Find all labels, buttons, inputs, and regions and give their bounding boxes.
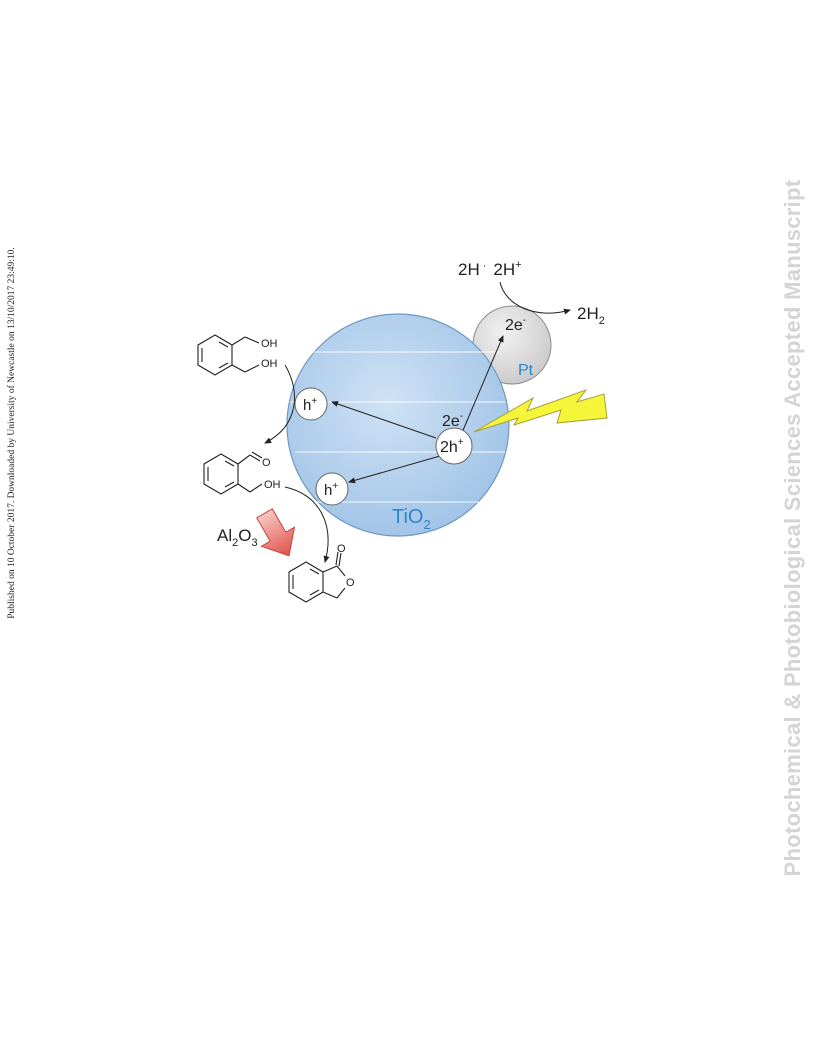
aldehyde-molecule [203, 451, 263, 495]
aldehyde-o: O [262, 457, 271, 469]
lactone-carbonyl-o: O [337, 543, 346, 555]
electron-arrow [460, 335, 504, 436]
tio2-label: TiO2 [392, 506, 431, 532]
reactants-top: 2H·2H+ [458, 259, 522, 279]
lactone-ring-o: O [346, 577, 355, 589]
pt-label: Pt [518, 362, 534, 379]
aldehyde-oh: OH [264, 479, 281, 491]
hole-arrow-lower [348, 455, 441, 484]
phthalide-molecule [288, 551, 346, 603]
hole-label-upper: h+ [303, 396, 317, 414]
center-hole-label: 2h+ [440, 437, 464, 456]
hole-label-lower: h+ [324, 481, 338, 499]
hole-circle-upper [294, 387, 328, 421]
al2o3-label: Al2O3 [217, 526, 258, 549]
h2-evolution-arrow [499, 281, 571, 315]
diol-oh-1: OH [261, 338, 278, 350]
diol-molecule [197, 334, 260, 376]
oxidation-arrow-2 [284, 486, 330, 563]
center-hole-circle [435, 427, 473, 465]
h2-product: 2H2 [577, 304, 605, 327]
diol-oh-2: OH [261, 358, 278, 370]
hole-circle-lower [315, 472, 349, 506]
al2o3-arrow-icon [256, 508, 296, 557]
light-bolt-icon [473, 388, 608, 433]
oxidation-arrow-1 [264, 364, 295, 444]
pt-electron-label: 2e- [505, 315, 526, 334]
center-electron-label: 2e- [442, 411, 463, 430]
hole-arrow-upper [331, 401, 437, 439]
